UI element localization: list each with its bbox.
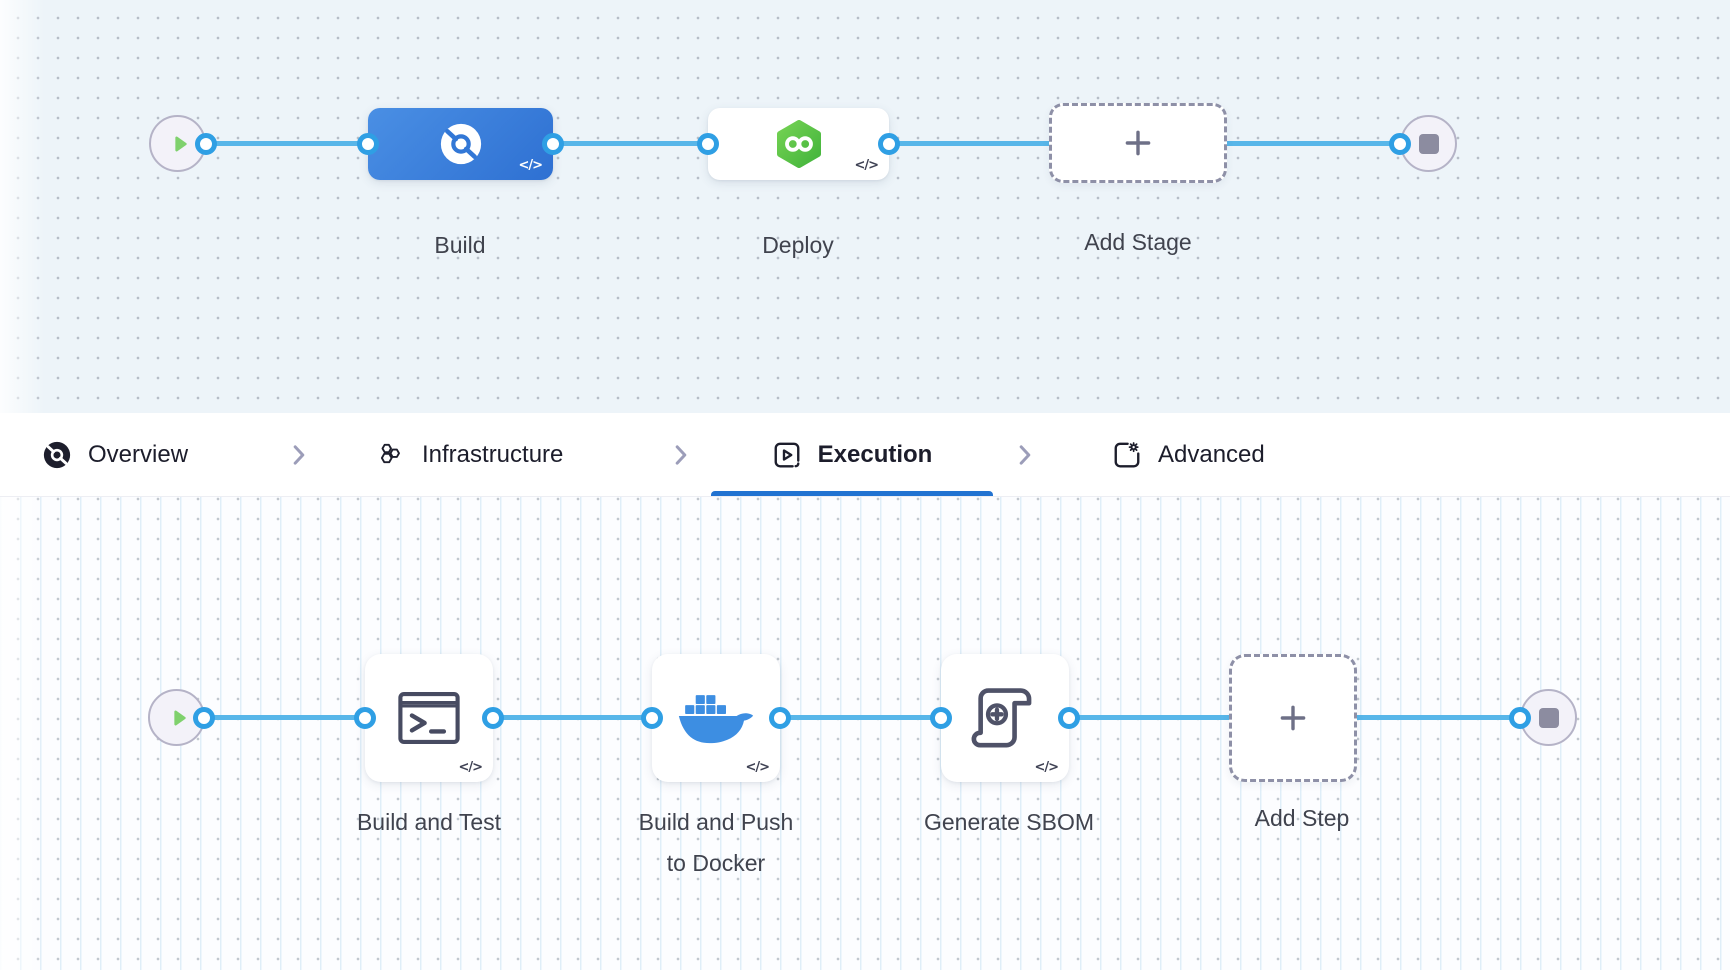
step-label: Generate SBOM [923, 809, 1095, 835]
pipeline-start-node [149, 115, 206, 172]
stage-connector-line [553, 141, 710, 146]
sbom-scroll-icon [971, 688, 1032, 748]
connector-dot[interactable] [195, 133, 217, 155]
tab-advanced[interactable]: Advanced [1112, 413, 1265, 496]
add-step-button[interactable] [1229, 654, 1357, 782]
cd-deploy-icon [776, 120, 821, 168]
advanced-icon [1114, 441, 1140, 467]
tab-infrastructure[interactable]: Infrastructure [376, 413, 563, 496]
step-connector-line [780, 715, 941, 720]
step-code-badge[interactable]: </> [1034, 760, 1059, 775]
stage-node-deploy[interactable]: </> [708, 108, 889, 180]
plus-icon [1125, 130, 1151, 156]
tab-overview[interactable]: Overview [42, 413, 188, 496]
connector-dot[interactable] [1058, 707, 1080, 729]
stage-config-tabbar: Overview Infrastructure Execution [0, 413, 1730, 497]
ci-build-icon [440, 123, 481, 165]
stage-code-badge[interactable]: </> [518, 158, 543, 173]
docker-icon [678, 695, 754, 744]
chevron-right-icon [293, 445, 305, 465]
step-label: Build and Test [356, 809, 502, 835]
connector-dot[interactable] [641, 707, 663, 729]
infrastructure-icon [380, 443, 400, 463]
step-label: Add Step [1254, 805, 1350, 831]
stage-label: Add Stage [1084, 229, 1192, 255]
chevron-right-icon [675, 445, 687, 465]
stage-canvas: </> </> [0, 0, 1730, 413]
step-label-line: Build and Push [638, 809, 794, 835]
connector-dot[interactable] [542, 133, 564, 155]
stop-icon [1538, 707, 1559, 728]
tab-label: Advanced [1158, 440, 1265, 468]
tab-label: Infrastructure [422, 440, 564, 468]
step-label-line: to Docker [666, 850, 766, 876]
stage-code-badge[interactable]: </> [854, 158, 879, 173]
step-node-build-and-test[interactable]: </> [365, 654, 493, 782]
execution-canvas: </> </> [0, 497, 1730, 970]
connector-dot[interactable] [1509, 707, 1531, 729]
stage-connector-line [206, 141, 368, 146]
connector-dot[interactable] [769, 707, 791, 729]
tab-label: Execution [817, 440, 933, 468]
stage-node-build[interactable]: </> [368, 108, 553, 180]
step-node-generate-sbom[interactable]: </> [941, 654, 1069, 782]
stage-label: Build [434, 232, 486, 258]
tab-execution[interactable]: Execution [711, 413, 993, 496]
connector-dot[interactable] [930, 707, 952, 729]
stage-label: Deploy [762, 232, 834, 258]
step-code-badge[interactable]: </> [745, 760, 770, 775]
connector-dot[interactable] [878, 133, 900, 155]
play-icon [174, 136, 187, 151]
connector-dot[interactable] [1389, 133, 1411, 155]
execution-icon [774, 442, 800, 467]
step-connector-line [493, 715, 652, 720]
plus-icon [1280, 705, 1306, 731]
tab-label: Overview [88, 440, 189, 468]
connector-dot[interactable] [482, 707, 504, 729]
overview-icon [43, 441, 71, 468]
step-label: Build and Push to Docker [566, 802, 866, 884]
connector-dot[interactable] [193, 707, 215, 729]
connector-dot[interactable] [357, 133, 379, 155]
step-connector-line [204, 715, 365, 720]
connector-dot[interactable] [697, 133, 719, 155]
step-code-badge[interactable]: </> [458, 760, 483, 775]
add-stage-button[interactable] [1049, 103, 1227, 183]
step-node-build-and-push-to-docker[interactable]: </> [652, 654, 780, 782]
play-icon [173, 710, 186, 725]
stop-icon [1418, 133, 1439, 154]
chevron-right-icon [1019, 445, 1031, 465]
selected-tab-underline [711, 491, 993, 496]
terminal-icon [398, 692, 460, 744]
connector-dot[interactable] [354, 707, 376, 729]
